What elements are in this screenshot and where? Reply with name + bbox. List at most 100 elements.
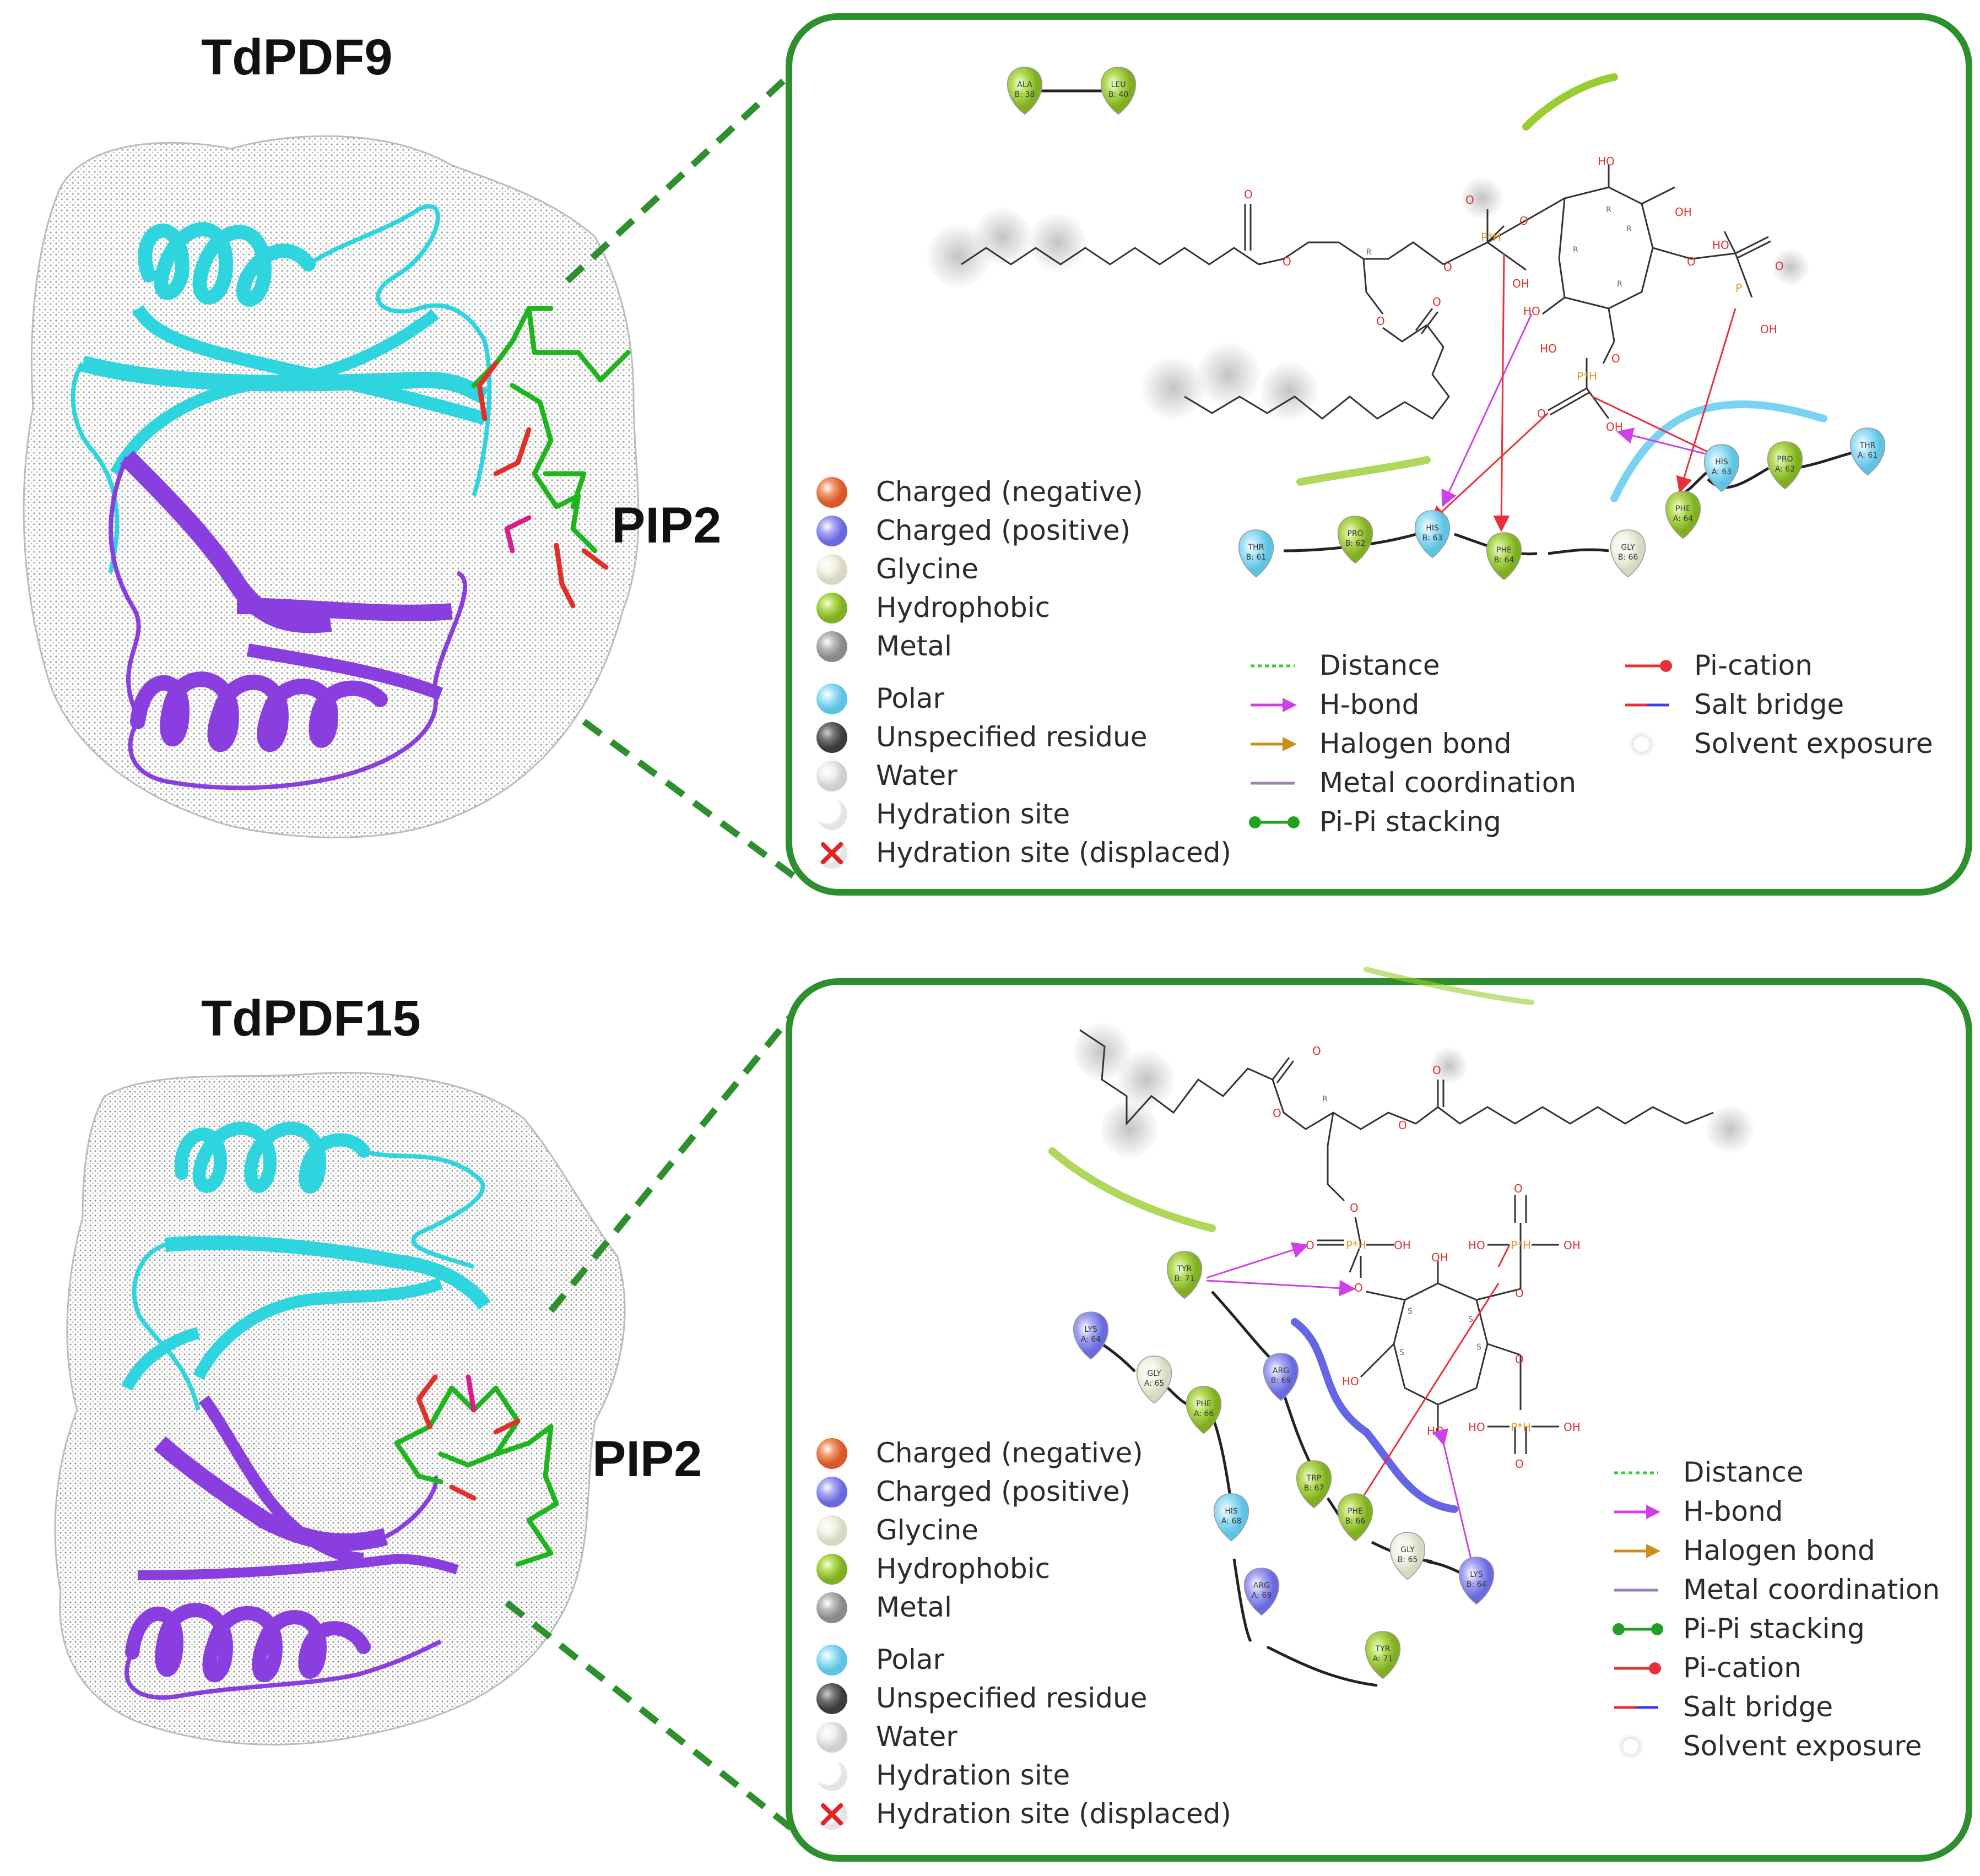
residue-name: PHE xyxy=(1348,1507,1363,1516)
solvent-halo xyxy=(972,207,1033,267)
legend-label: Metal xyxy=(876,1591,952,1623)
legend-item: Metal xyxy=(816,1591,952,1623)
atom-o: O xyxy=(1775,259,1784,273)
pocket-contour xyxy=(1048,1147,1216,1232)
atom-o: O xyxy=(1350,1201,1359,1214)
protein-structure-tdpdf15 xyxy=(54,1072,626,1745)
pipi-dot-icon xyxy=(1651,1623,1663,1635)
residue-shape xyxy=(1186,1386,1222,1434)
stereo-label: R xyxy=(1366,248,1372,257)
atom-o: O xyxy=(1515,1287,1524,1300)
legend-item: Hydration site xyxy=(816,798,1070,830)
atom-o: O xyxy=(1398,1119,1407,1132)
solvent-halo xyxy=(1116,1049,1176,1110)
legend-item: Polar xyxy=(816,1644,944,1676)
residue-name: PHE xyxy=(1196,1400,1211,1408)
solvent-halo xyxy=(1259,361,1319,421)
atom-ho: HO xyxy=(1427,1424,1444,1438)
stereo-label: R xyxy=(1626,225,1632,234)
atom-oh: OH xyxy=(1760,323,1777,336)
atom-o: O xyxy=(1244,188,1253,201)
strand-purple-1 xyxy=(120,450,332,633)
residue-name: ALA xyxy=(1017,80,1032,89)
legend-item: Water xyxy=(816,1721,957,1753)
loop-cyan-2 xyxy=(71,362,120,573)
residue-id: B: 64 xyxy=(1467,1580,1487,1589)
residue-id: A: 65 xyxy=(1144,1379,1164,1388)
atom-o: O xyxy=(1432,1064,1441,1077)
legend-label: Solvent exposure xyxy=(1694,728,1933,760)
residue-name: THR xyxy=(1859,441,1876,450)
legend-item: Halogen bond xyxy=(1614,1535,1875,1566)
legend-item: Pi-Pi stacking xyxy=(1249,806,1501,838)
atom-o: O xyxy=(1273,1107,1281,1120)
legend-residue-types: Charged (negative)Charged (positive)Glyc… xyxy=(816,1437,1231,1830)
atom-o: O xyxy=(1515,1457,1524,1471)
residue-name: PRO xyxy=(1347,529,1363,538)
stereo-label: S xyxy=(1399,1348,1404,1357)
solvent-halo xyxy=(1430,1047,1468,1085)
stereo-label: R xyxy=(1322,1095,1328,1104)
residue-id: B: 38 xyxy=(1015,90,1035,99)
pi-cation-line xyxy=(1430,412,1549,523)
strand-cyan-1 xyxy=(164,1235,491,1310)
solvent-halo xyxy=(1460,176,1504,220)
atom-o: O xyxy=(1443,261,1452,274)
legend-swatch xyxy=(816,799,847,830)
residue-name: LEU xyxy=(1111,80,1126,89)
hbond-line xyxy=(1616,427,1719,458)
residue-name: THR xyxy=(1248,543,1264,552)
panel-tdpdf15: TdPDF15 PIP2 xyxy=(54,967,1972,1862)
strand-purple-2 xyxy=(199,1395,364,1565)
legend-swatch xyxy=(816,1683,847,1714)
legend-swatch xyxy=(816,1722,847,1753)
zoom-dash-lower xyxy=(582,719,796,879)
zoom-dash-lower xyxy=(505,1600,801,1837)
residue-shape xyxy=(1665,491,1701,539)
atom-o: O xyxy=(1519,214,1528,227)
solvent-halo xyxy=(1027,212,1088,273)
residue-id: B: 61 xyxy=(1246,553,1267,562)
residue-id: B: 66 xyxy=(1345,1517,1366,1526)
stereo-label: R xyxy=(1573,246,1578,254)
legend-item: Metal coordination xyxy=(1251,767,1576,799)
solvent-halo xyxy=(1099,1099,1160,1159)
solvent-halo xyxy=(1705,1104,1755,1154)
residue-shape xyxy=(1073,1311,1109,1360)
atom-ho: HO xyxy=(1342,1375,1359,1388)
atom-ho: HO xyxy=(1523,305,1540,318)
atom-ho: HO xyxy=(1468,1420,1485,1434)
legend-label: Pi-cation xyxy=(1694,649,1813,681)
atom-o: O xyxy=(1354,1281,1363,1294)
legend-item: Solvent exposure xyxy=(1617,1730,1922,1762)
helix-cyan xyxy=(138,222,316,307)
legend-swatch xyxy=(816,631,847,662)
legend-item: Hydrophobic xyxy=(816,1553,1050,1585)
legend-label: Salt bridge xyxy=(1694,688,1844,720)
legend-label: Metal coordination xyxy=(1683,1574,1940,1606)
panel-tdpdf9: TdPDF9 xyxy=(23,13,1972,896)
residue-id: B: 64 xyxy=(1494,556,1514,565)
residue-id: A: 69 xyxy=(1252,1591,1272,1600)
legend-label: Charged (positive) xyxy=(876,514,1130,546)
strand-purple-1 xyxy=(154,1436,388,1551)
pocket-contour xyxy=(1291,1318,1458,1513)
residue-id: B: 65 xyxy=(1398,1555,1418,1564)
picat-dot-icon xyxy=(1649,1662,1661,1674)
legend-label: Distance xyxy=(1683,1456,1804,1488)
residue-shape xyxy=(1296,1460,1332,1509)
strand-cyan-2 xyxy=(193,1277,443,1380)
residue-name: LYS xyxy=(1470,1570,1483,1579)
residue-id: A: 64 xyxy=(1673,514,1693,523)
residue-shape xyxy=(1263,1353,1299,1401)
